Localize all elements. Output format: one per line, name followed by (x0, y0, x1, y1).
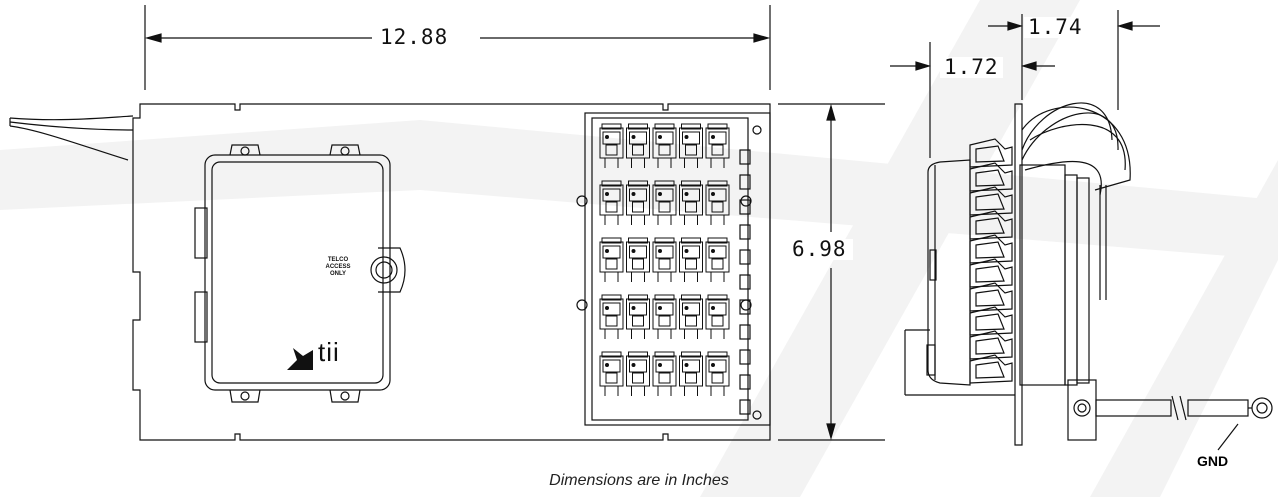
jack-side-tab (739, 174, 751, 190)
jack-module (626, 180, 650, 225)
side-jack (969, 234, 1013, 264)
enclosure-label: TELCO ACCESS ONLY (318, 257, 358, 278)
jack-module (626, 123, 650, 168)
side-jack (969, 186, 1013, 216)
jack-side-tab (739, 199, 751, 215)
jack-side-tab (739, 249, 751, 265)
side-jack (969, 282, 1013, 312)
jack-module (652, 237, 677, 282)
dim-side-inner-label: 1.72 (940, 57, 1003, 78)
ground-label: GND (1197, 453, 1229, 469)
side-jack-stack (969, 138, 1013, 384)
jack-module (599, 180, 624, 225)
side-enclosure (927, 159, 971, 386)
jack-module (626, 294, 650, 339)
jack-side-tab (739, 299, 751, 315)
backplate-outline (132, 103, 771, 441)
side-view (890, 10, 1273, 451)
dim-height-label: 6.98 (786, 239, 853, 260)
jack-module (599, 237, 624, 282)
jack-module (626, 351, 650, 396)
side-jack (969, 138, 1013, 168)
jack-side-tabs (739, 149, 751, 415)
side-jack (969, 210, 1013, 240)
jack-side-tab (739, 349, 751, 365)
jack-side-tab (739, 274, 751, 290)
width-arrow-left (144, 33, 162, 43)
jack-module (599, 351, 624, 396)
jack-side-tab (739, 224, 751, 240)
jack-side-tab (739, 399, 751, 415)
jack-module (705, 351, 730, 396)
enclosure-label-line3: ONLY (329, 271, 347, 277)
dim-side-outer-label: 1.74 (1024, 17, 1087, 38)
jack-panel-frame (576, 112, 771, 426)
jack-module (652, 294, 677, 339)
jack-module (705, 237, 730, 282)
side-jack (969, 354, 1013, 384)
wire-tail-2 (9, 121, 134, 131)
wire-tail-3 (9, 125, 129, 161)
height-arrow-top (826, 103, 836, 121)
width-arrow-right (753, 33, 771, 43)
side-jack (969, 258, 1013, 288)
jack-module (599, 294, 624, 339)
jack-module (652, 123, 677, 168)
jack-module (599, 123, 624, 168)
jack-module (652, 351, 677, 396)
height-arrow-bottom (826, 423, 836, 441)
side-jack (969, 330, 1013, 360)
jack-module (679, 123, 703, 168)
jack-module (679, 237, 703, 282)
brand-logo-icon (287, 348, 313, 370)
jack-module (679, 294, 703, 339)
jack-side-tab (739, 149, 751, 165)
jack-module (626, 237, 650, 282)
side-backplate (1014, 103, 1023, 446)
enclosure-label-line2: ACCESS (325, 264, 351, 270)
brand-name: tii (318, 337, 340, 367)
jack-side-tab (739, 324, 751, 340)
front-view (9, 5, 885, 441)
jack-grid (599, 123, 730, 396)
side-jack (969, 306, 1013, 336)
jack-module (652, 180, 677, 225)
jack-module (705, 180, 730, 225)
jack-side-tab (739, 374, 751, 390)
enclosure-label-line1: TELCO (327, 257, 349, 263)
jack-module (705, 294, 730, 339)
jack-module (705, 123, 730, 168)
wire-tail-1 (9, 115, 134, 121)
jack-module (679, 351, 703, 396)
jack-module (679, 180, 703, 225)
nid-enclosure (194, 144, 406, 403)
dim-width-label: 12.88 (374, 27, 455, 48)
side-jack (969, 162, 1013, 192)
caption: Dimensions are in Inches (549, 472, 729, 489)
